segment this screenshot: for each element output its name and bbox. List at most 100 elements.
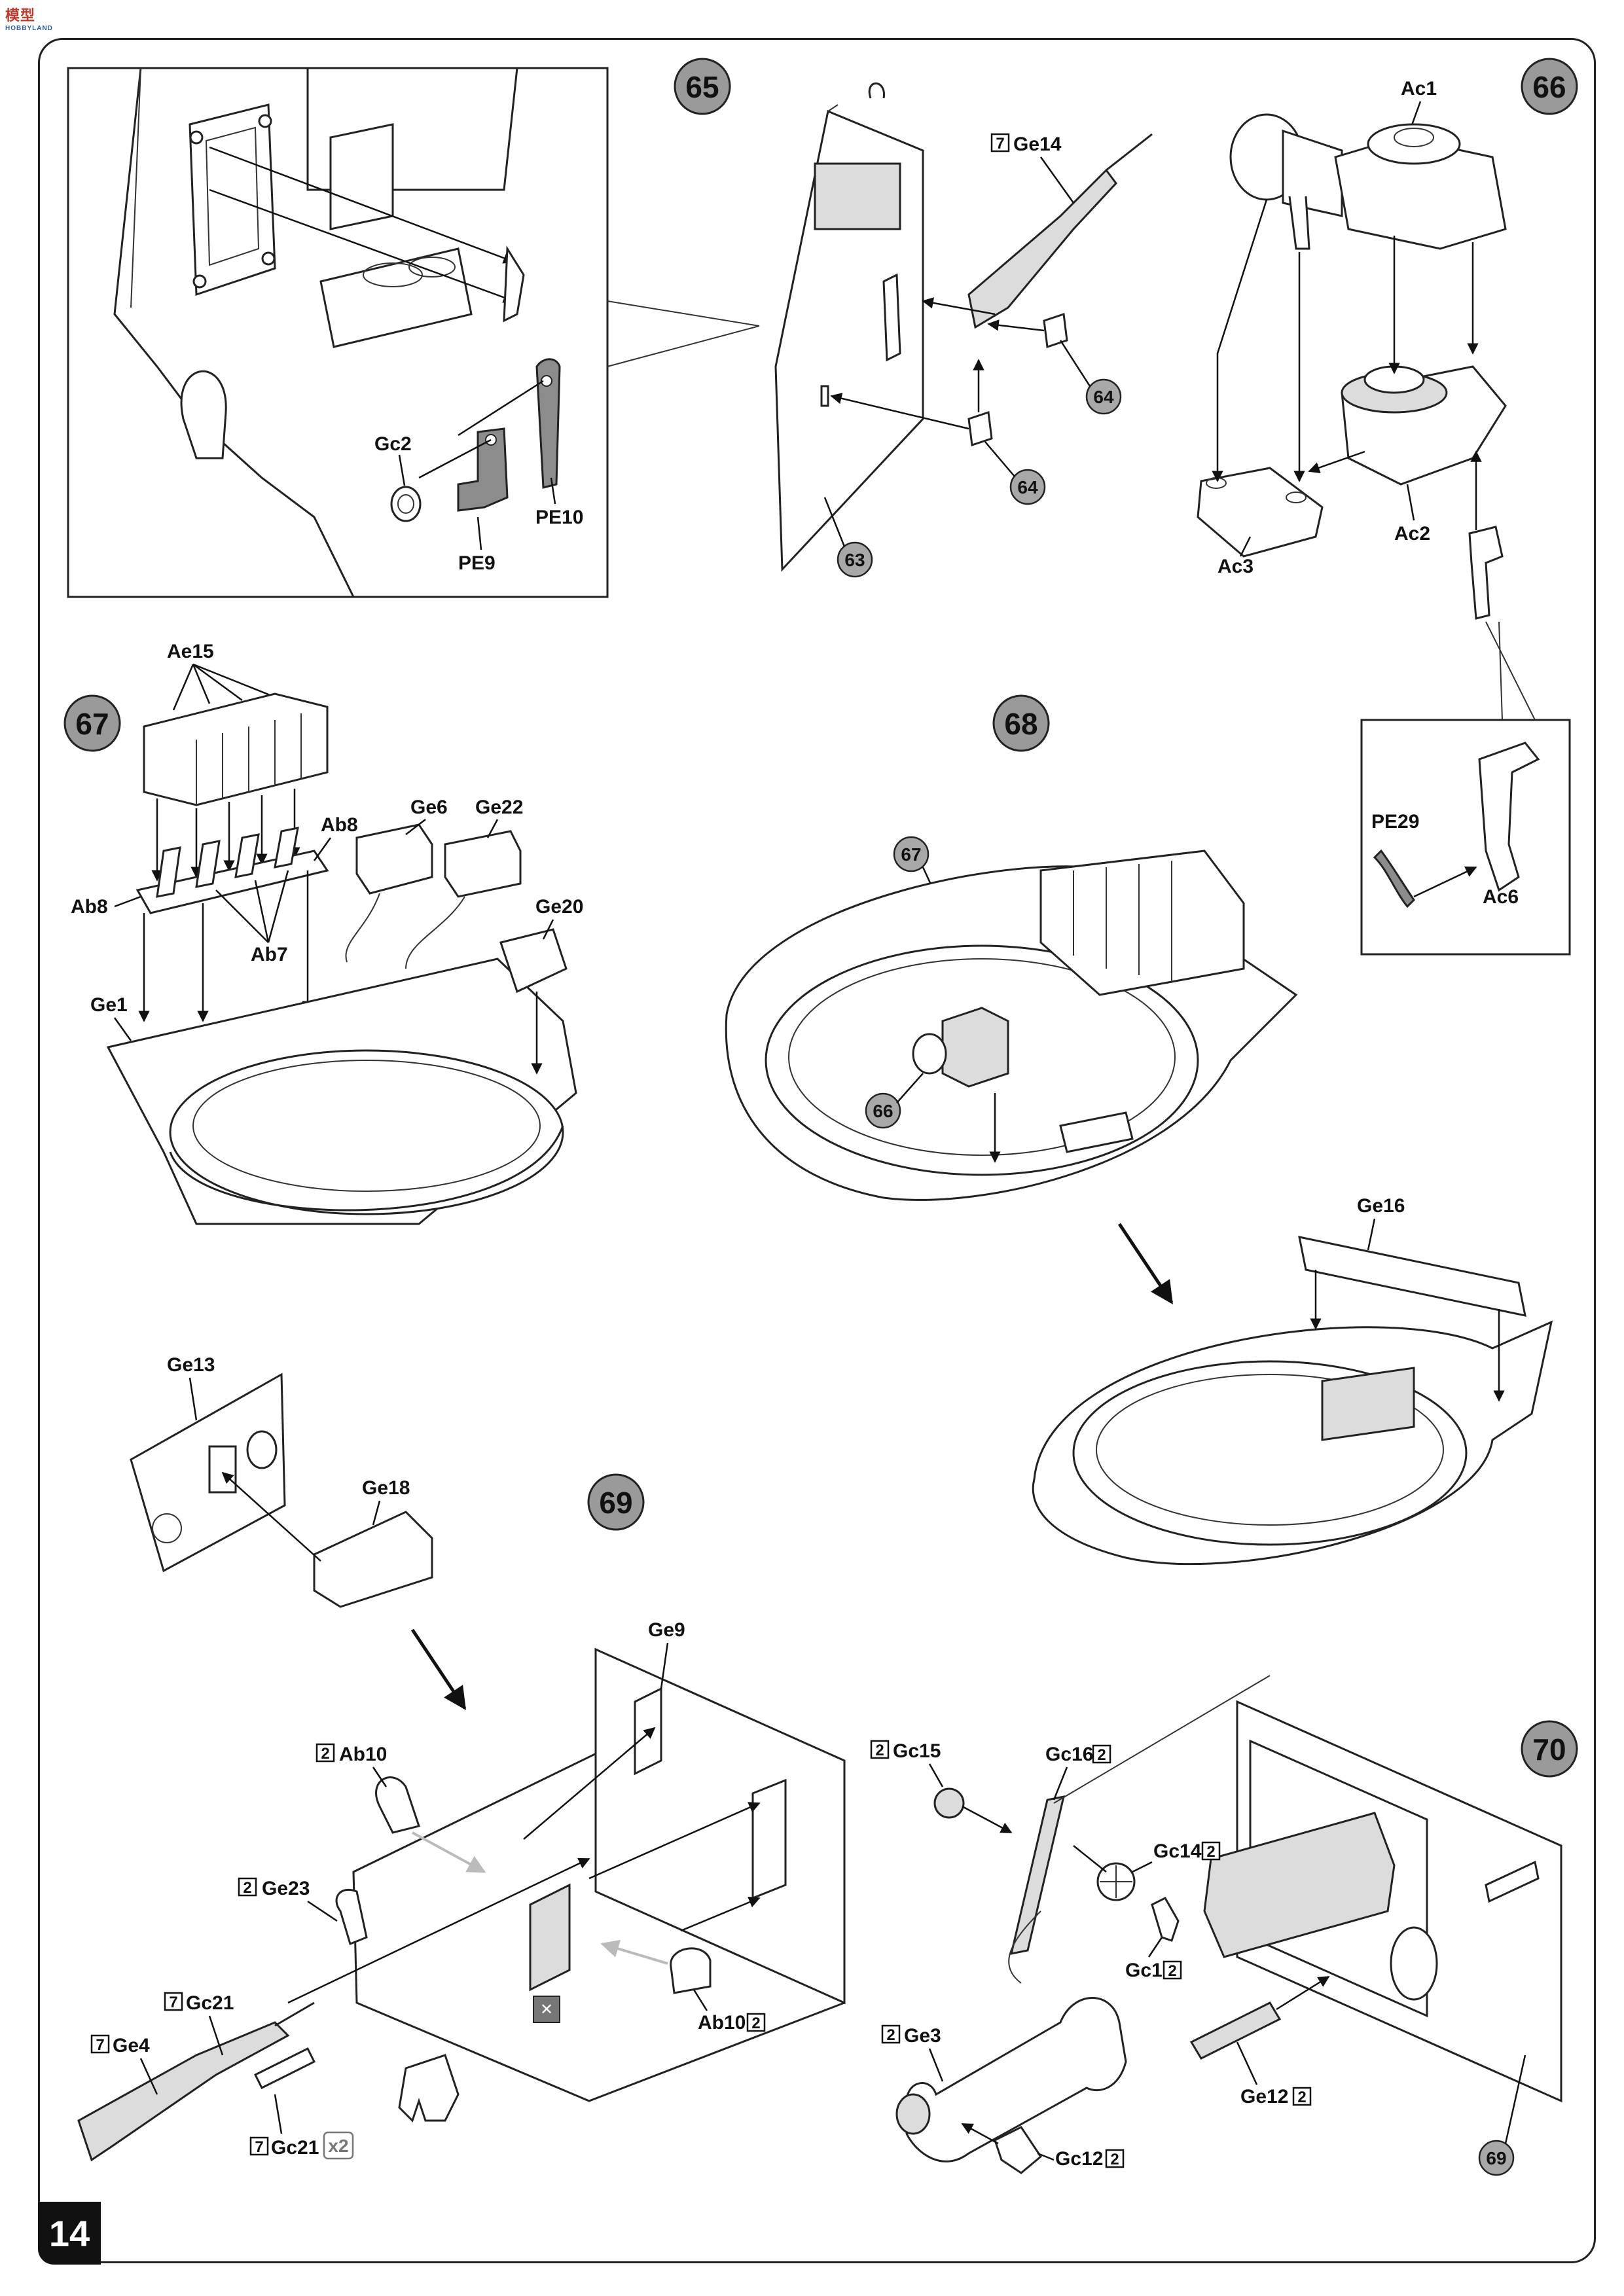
- lifting-eye: [180, 370, 227, 459]
- leader-ae15-2: [192, 664, 211, 704]
- multiplier-badge: [323, 2131, 354, 2160]
- pe10-part: [535, 358, 561, 489]
- ab10b-qty-box: [746, 2013, 766, 2032]
- label-ge22: Ge22: [475, 797, 523, 818]
- no-glue-icon-x: ✕: [540, 2001, 553, 2018]
- ab7-rail: [156, 846, 181, 898]
- ammo-hole: [363, 262, 423, 287]
- flow-arrow-69: [410, 1628, 467, 1710]
- detail-callout-line-2: [607, 325, 760, 367]
- ab10-arrow-b: [600, 1939, 668, 1965]
- leader-ac3: [1239, 536, 1252, 557]
- gc12-qty: 2: [1110, 2151, 1119, 2168]
- pe-assembly-line: [458, 380, 544, 437]
- ge3-housing: [905, 1997, 1127, 2162]
- step-65-detail-box: [67, 67, 609, 598]
- leader-ge9: [660, 1642, 669, 1689]
- bolt: [192, 274, 207, 289]
- ac1-dome: [1367, 123, 1461, 165]
- motor-drum: [912, 1033, 947, 1075]
- label-ge13: Ge13: [167, 1354, 215, 1376]
- ac6-crank: [1468, 526, 1504, 620]
- leader-ab10-b: [693, 1989, 708, 2011]
- step-70: 70 69 2 Gc15 Gc16 2: [870, 1675, 1578, 2176]
- ge9-rib-2: [751, 1778, 787, 1900]
- bolt: [261, 251, 276, 266]
- ae15-batteries: [143, 692, 329, 806]
- leader-pe9: [477, 516, 482, 550]
- leader-ge6: [405, 819, 426, 835]
- turret-ring-base: [169, 1125, 564, 1211]
- mount-plate-window: [205, 126, 260, 266]
- gc12-part: [994, 2126, 1042, 2174]
- ge3-qty: 2: [886, 2026, 895, 2044]
- ge4-qty-box: [90, 2034, 110, 2054]
- hull-hatch: [306, 67, 518, 191]
- ref-64-circle-b: [1009, 469, 1046, 505]
- detail-callout-line: [607, 300, 760, 327]
- ge12-qty-box: [1292, 2087, 1312, 2106]
- ge14-qty-box: [990, 133, 1010, 152]
- ref-67: 67: [901, 844, 921, 865]
- ge18-arrow: [221, 1471, 321, 1562]
- label-ge3: Ge3: [904, 2025, 941, 2047]
- ge23-part: [335, 1888, 368, 1946]
- pe-assembly-line-2: [418, 439, 492, 479]
- leader-ge23: [307, 1900, 338, 1922]
- battery-bank: [1039, 850, 1245, 996]
- ref-64-circle-a: [1085, 378, 1122, 415]
- ge12-arrow: [1276, 1975, 1330, 2011]
- step-69-number: 69: [599, 1486, 632, 1520]
- assembly-arrow-2: [987, 319, 1045, 332]
- page-frame: [38, 38, 1596, 2263]
- leader-ge3: [928, 2048, 944, 2082]
- leader-64-a: [1059, 340, 1091, 387]
- ge13-knob: [246, 1430, 278, 1469]
- pe29-arrow: [1413, 866, 1477, 898]
- mount-small: [820, 385, 829, 407]
- label-ge9: Ge9: [648, 1619, 685, 1641]
- leader-ac2: [1406, 484, 1415, 521]
- ge20-part: [499, 928, 568, 994]
- label-ge23: Ge23: [262, 1878, 310, 1899]
- mount-64-a: [1043, 312, 1068, 349]
- label-gc1: Gc1: [1125, 1960, 1163, 1981]
- ge12-part: [1189, 2001, 1282, 2060]
- ge3-qty-box: [881, 2024, 901, 2044]
- ac1-leg: [1288, 196, 1310, 250]
- assembly-arrow: [922, 297, 996, 315]
- step-69: 69 Ge13 Ge18 Ge9 ✕: [77, 1354, 846, 2162]
- label-ae15: Ae15: [167, 641, 214, 662]
- leader-ab10-a: [372, 1767, 388, 1787]
- ammo-hole-2: [408, 257, 456, 278]
- label-ab8-left: Ab8: [71, 896, 108, 918]
- gc1-qty: 2: [1168, 1962, 1176, 1980]
- gc15-qty-box: [870, 1740, 890, 1759]
- ab7-rail: [274, 827, 299, 869]
- ge6-part: [355, 823, 433, 895]
- step-66-number: 66: [1532, 70, 1566, 104]
- ge3-assembly-line: [1008, 1910, 1041, 1984]
- label-ab10-a: Ab10: [339, 1744, 387, 1765]
- leader-pe10: [550, 477, 556, 505]
- lower-clamp: [398, 2054, 460, 2123]
- flow-arrow: [1117, 1223, 1174, 1304]
- ab10-arrow-a: [412, 1831, 486, 1873]
- ge12-qty: 2: [1297, 2089, 1306, 2106]
- panel-edge: [827, 104, 839, 112]
- ge13-plate: [130, 1372, 286, 1573]
- leader-64-b: [984, 441, 1015, 477]
- hull-wall-inner: [130, 67, 141, 308]
- pe9-part: [457, 427, 509, 512]
- label-gc14: Gc14: [1153, 1840, 1202, 1862]
- gc21b-qty: 7: [255, 2138, 263, 2156]
- panel-handle: [868, 82, 885, 99]
- ab7-rail: [195, 840, 221, 888]
- leader-ge14: [1039, 156, 1075, 204]
- mount-plate: [189, 103, 276, 296]
- step-66-circle: [1521, 58, 1578, 115]
- gc2-part: [390, 486, 422, 522]
- leader-ae15-4: [192, 663, 276, 698]
- leader-gc21-b: [274, 2094, 283, 2134]
